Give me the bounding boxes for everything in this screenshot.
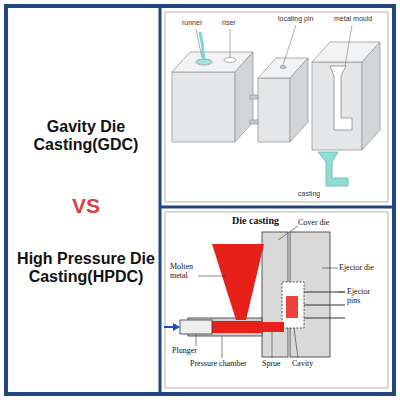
title-text: High Pressure Die Casting(HPDC)	[14, 250, 158, 287]
panel-border	[165, 12, 388, 202]
outer-frame	[6, 6, 394, 394]
part-label: Pressure chamber	[190, 359, 260, 368]
part-label: riser	[222, 19, 252, 27]
panel-border	[165, 212, 388, 388]
pouring-stream	[200, 32, 204, 60]
versus-text: VS	[18, 194, 154, 218]
leader-lines	[196, 226, 345, 358]
part-label: Cover die	[298, 218, 348, 227]
part-label: metal mould	[334, 15, 386, 23]
part-label: Ejector pins	[347, 287, 385, 305]
casting-part	[318, 152, 348, 186]
title-text: Gavity Die Casting(GDC)	[18, 118, 154, 155]
divider	[159, 6, 162, 394]
leader-lines	[196, 25, 352, 66]
part-label: casting	[298, 190, 338, 198]
part-label: Sprue	[262, 359, 292, 368]
part-label: runner	[182, 19, 222, 27]
hpdc-machine	[164, 232, 345, 357]
part-label: Molten metal	[170, 262, 202, 280]
part-label: Plunger	[172, 346, 212, 355]
part-label: Ejector die	[339, 263, 385, 272]
divider	[160, 206, 394, 209]
part-label: Cavity	[292, 359, 322, 368]
part-label: locating pin	[278, 15, 328, 23]
